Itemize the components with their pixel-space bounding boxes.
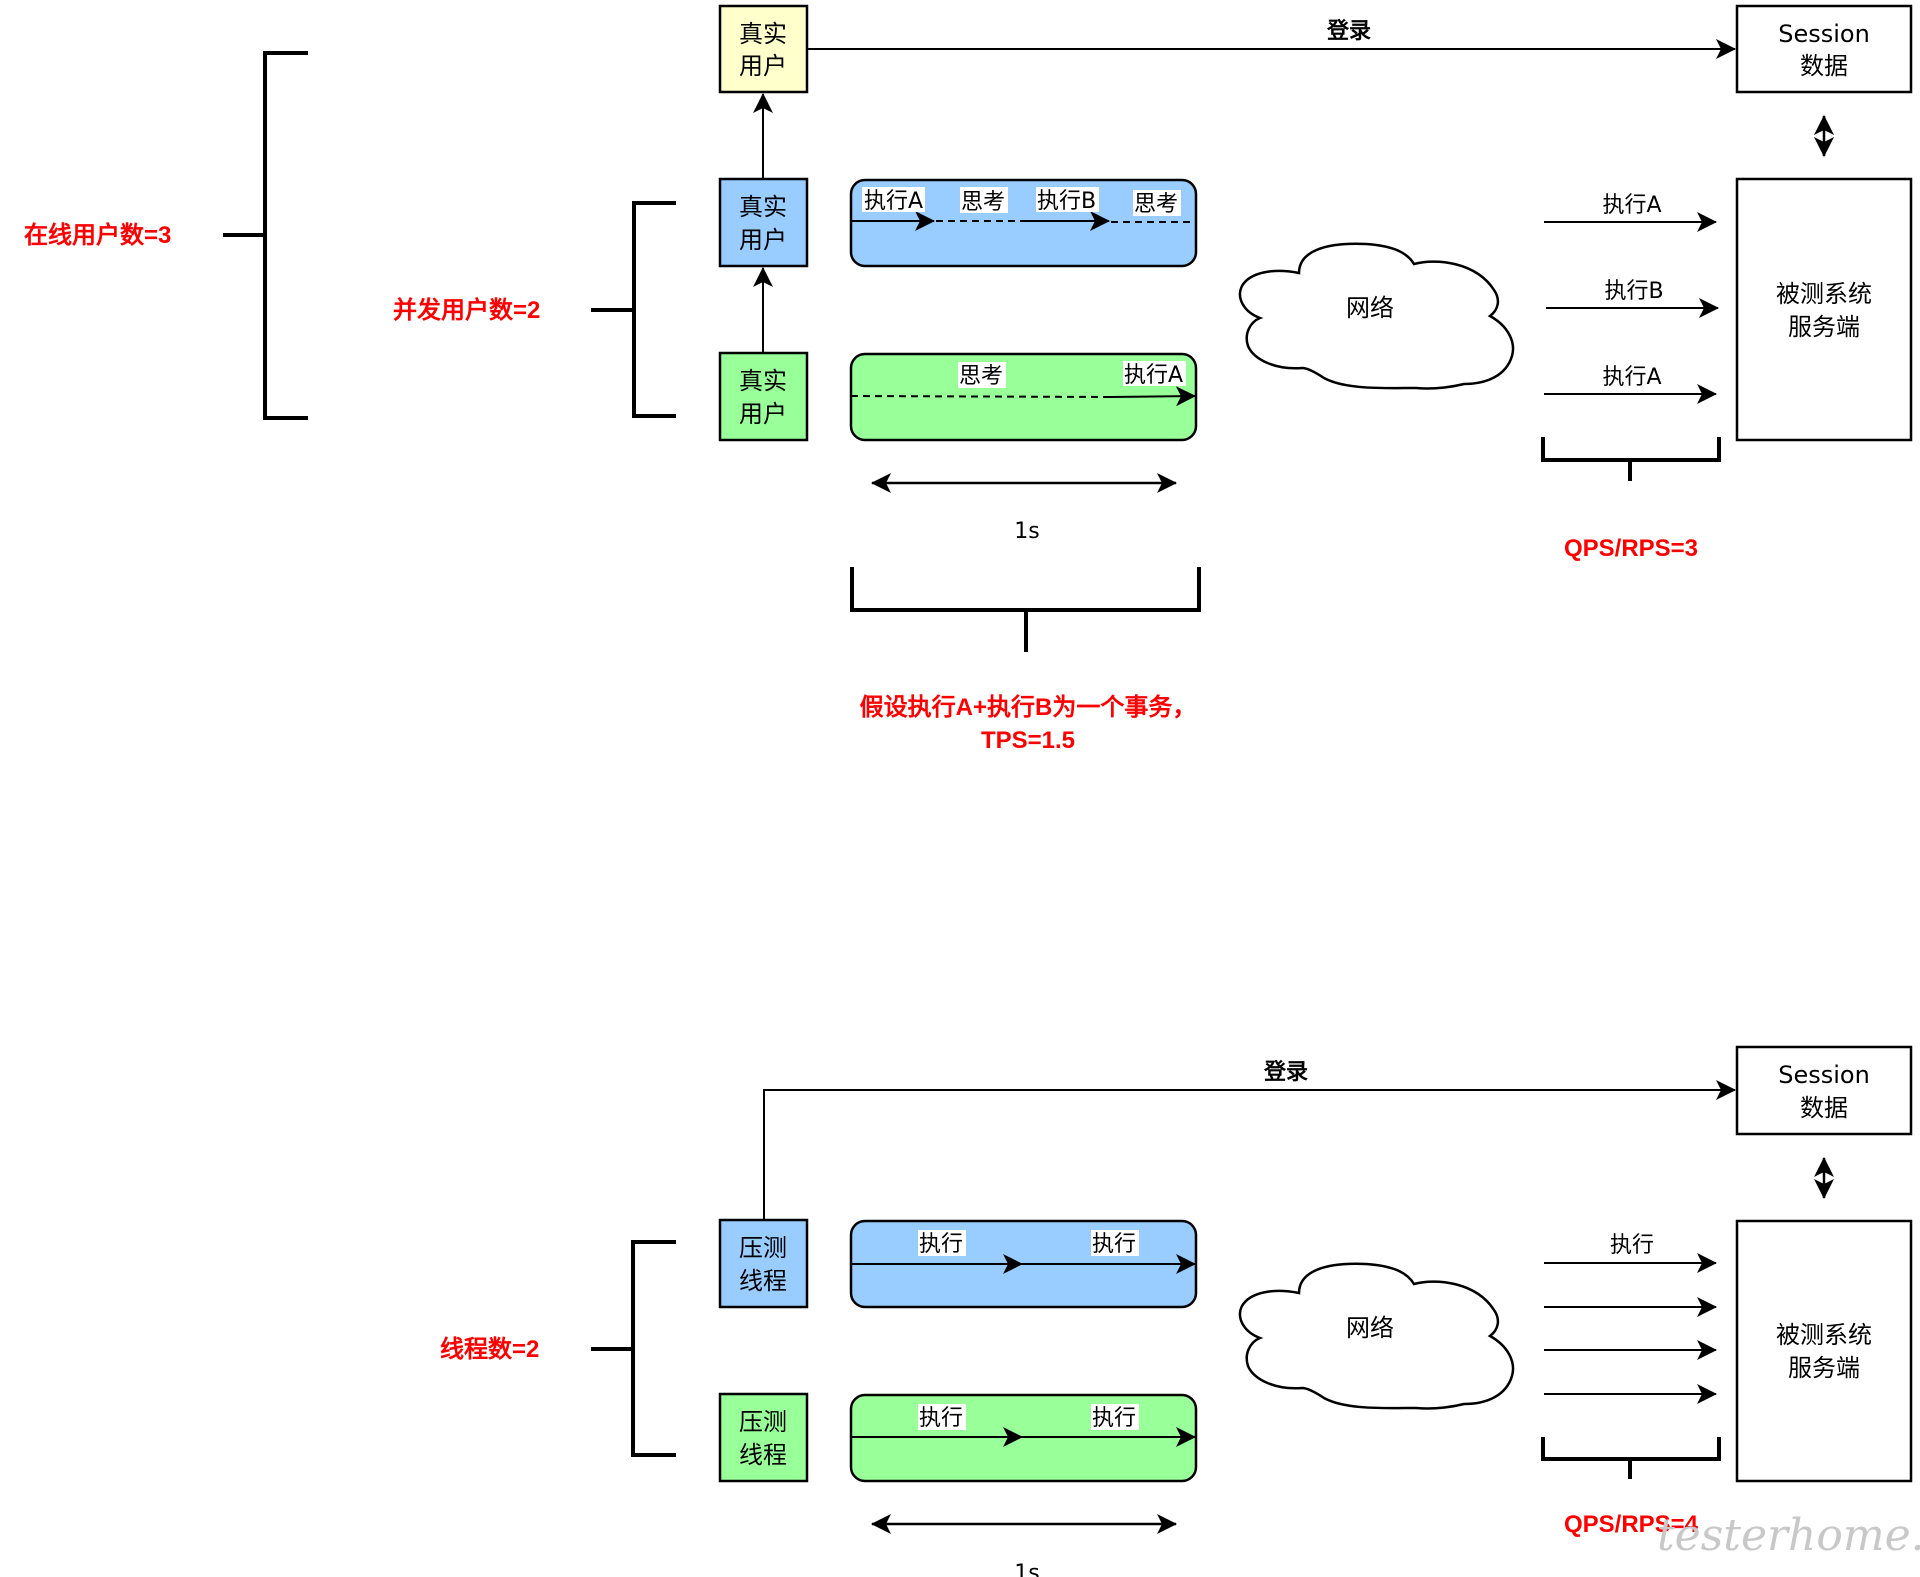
qps-bracket (1541, 437, 1721, 481)
svg-text:服务端: 服务端 (1788, 313, 1860, 341)
thread-box-green[interactable]: 压测 线程 (718, 1392, 809, 1483)
network-label: 网络 (1346, 1314, 1394, 1342)
cloud-icon (1238, 242, 1515, 390)
svg-text:用户: 用户 (739, 400, 787, 428)
bottom-section: 线程数=2 压测 线程 压测 线程 登录 Session 数据 执行 (440, 1045, 1913, 1577)
svg-text:压测: 压测 (739, 1408, 787, 1436)
svg-text:真实: 真实 (739, 367, 787, 395)
request-label: 执行B (1604, 279, 1663, 304)
lane-label: 执行 (919, 1232, 963, 1257)
server-box[interactable]: 被测系统 服务端 (1735, 1219, 1913, 1483)
session-box[interactable]: Session 数据 (1735, 4, 1913, 94)
user-box-blue[interactable]: 真实 用户 (718, 177, 809, 268)
lane-label: 执行 (1092, 1232, 1136, 1257)
request-arrows: 执行 (1544, 1233, 1717, 1404)
lane-label: 执行A (1124, 363, 1183, 388)
svg-text:服务端: 服务端 (1788, 1354, 1860, 1382)
svg-text:线程: 线程 (739, 1441, 787, 1469)
lane-label: 执行B (1037, 189, 1096, 214)
network-label: 网络 (1346, 294, 1394, 322)
lane-label: 思考 (961, 190, 1005, 215)
top-section: 在线用户数=3 并发用户数=2 真实 用户 真实 用户 真实 用户 登录 (24, 4, 1913, 754)
watermark: testerhome.com (1657, 1510, 1920, 1561)
threads-label: 线程数=2 (440, 1336, 539, 1363)
lane-label: 执行 (919, 1406, 963, 1431)
svg-text:用户: 用户 (739, 52, 787, 80)
request-label: 执行A (1602, 193, 1661, 218)
svg-text:Session: Session (1778, 1061, 1870, 1089)
server-box[interactable]: 被测系统 服务端 (1735, 177, 1913, 442)
concurrent-users-bracket (591, 201, 676, 418)
session-box[interactable]: Session 数据 (1735, 1045, 1913, 1136)
svg-text:被测系统: 被测系统 (1776, 280, 1872, 308)
user-box-yellow[interactable]: 真实 用户 (718, 4, 809, 94)
request-label: 执行A (1602, 365, 1661, 390)
request-arrows: 执行A 执行B 执行A (1544, 193, 1719, 404)
timeline-lane-blue: 执行A 思考 执行B 思考 (849, 178, 1198, 268)
cloud-icon (1238, 1262, 1515, 1410)
svg-text:压测: 压测 (739, 1234, 787, 1262)
svg-text:用户: 用户 (739, 226, 787, 254)
svg-text:Session: Session (1778, 20, 1870, 48)
login-label: 登录 (1263, 1060, 1308, 1085)
tps-bracket (850, 567, 1201, 652)
timeline-lane-green: 思考 执行A (849, 352, 1198, 442)
threads-bracket (591, 1240, 676, 1457)
qps-bracket (1541, 1437, 1721, 1479)
login-arrow (763, 1080, 1736, 1220)
qps-label: QPS/RPS=3 (1564, 535, 1698, 562)
svg-text:真实: 真实 (739, 20, 787, 48)
login-label: 登录 (1326, 19, 1371, 44)
tps-assumption-label: 假设执行A+执行B为一个事务， (860, 693, 1197, 721)
thread-box-blue[interactable]: 压测 线程 (718, 1218, 809, 1309)
lane-label: 思考 (959, 364, 1003, 389)
lane-label: 思考 (1134, 192, 1178, 217)
concurrent-users-label: 并发用户数=2 (393, 296, 540, 324)
request-label: 执行 (1610, 1233, 1654, 1258)
online-users-label: 在线用户数=3 (24, 221, 171, 249)
timeline-lane-green: 执行 执行 (849, 1393, 1198, 1483)
network-cloud: 网络 (1238, 1262, 1515, 1410)
svg-text:数据: 数据 (1800, 1094, 1848, 1122)
online-users-bracket (223, 51, 308, 420)
qps-label: QPS/RPS=4 (1564, 1511, 1699, 1538)
network-cloud: 网络 (1238, 242, 1515, 390)
timeline-lane-blue: 执行 执行 (849, 1219, 1198, 1309)
svg-text:线程: 线程 (739, 1267, 787, 1295)
lane-label: 执行A (864, 189, 923, 214)
lane-label: 执行 (1092, 1406, 1136, 1431)
svg-text:被测系统: 被测系统 (1776, 1321, 1872, 1349)
tps-value-label: TPS=1.5 (981, 727, 1075, 754)
user-box-green[interactable]: 真实 用户 (718, 351, 809, 442)
duration-label: 1s (1014, 519, 1039, 544)
svg-text:真实: 真实 (739, 193, 787, 221)
duration-label: 1s (1014, 1561, 1039, 1577)
svg-text:数据: 数据 (1800, 52, 1848, 80)
